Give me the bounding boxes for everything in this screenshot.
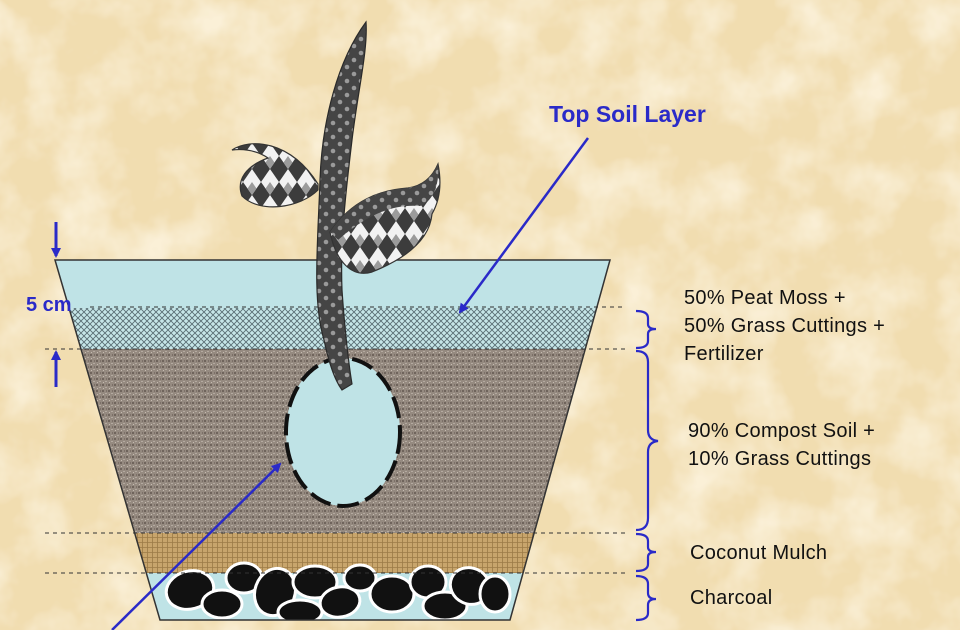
- layer-label-charcoal: Charcoal: [690, 584, 772, 612]
- depth-label: 5 cm: [26, 294, 72, 316]
- layer-label-top-soil: 50% Peat Moss + 50% Grass Cuttings + Fer…: [684, 284, 885, 368]
- layer-label-line: Fertilizer: [684, 343, 764, 365]
- coconut-mulch-layer: [55, 533, 610, 573]
- seedling-stem: [316, 20, 367, 391]
- seedling: [231, 20, 441, 391]
- leaf-left: [231, 143, 319, 208]
- layer-label-line: 90% Compost Soil +: [688, 420, 876, 442]
- leaf-right-dark-edge: [330, 164, 439, 240]
- layer-label-compost: 90% Compost Soil + 10% Grass Cuttings: [688, 417, 875, 473]
- layer-label-line: Charcoal: [690, 587, 773, 609]
- brace-top-soil: [635, 309, 657, 350]
- layer-guides: [45, 306, 625, 574]
- layer-braces: [635, 309, 659, 622]
- charcoal-pieces: [164, 561, 512, 620]
- layer-label-line: 50% Grass Cuttings +: [684, 315, 886, 337]
- layer-label-line: Coconut Mulch: [690, 542, 828, 564]
- top-soil-pointer-arrow: [458, 137, 590, 314]
- layer-label-line: 10% Grass Cuttings: [688, 448, 872, 470]
- seed-pod-pointer-arrow: [111, 462, 282, 630]
- pot-outline: [54, 259, 611, 621]
- brace-compost: [635, 349, 659, 532]
- brace-mulch: [635, 532, 657, 573]
- layer-label-mulch: Coconut Mulch: [690, 539, 827, 567]
- top-soil-title: Top Soil Layer: [549, 101, 706, 127]
- brace-charcoal: [635, 574, 657, 622]
- layer-label-line: 50% Peat Moss +: [684, 287, 846, 309]
